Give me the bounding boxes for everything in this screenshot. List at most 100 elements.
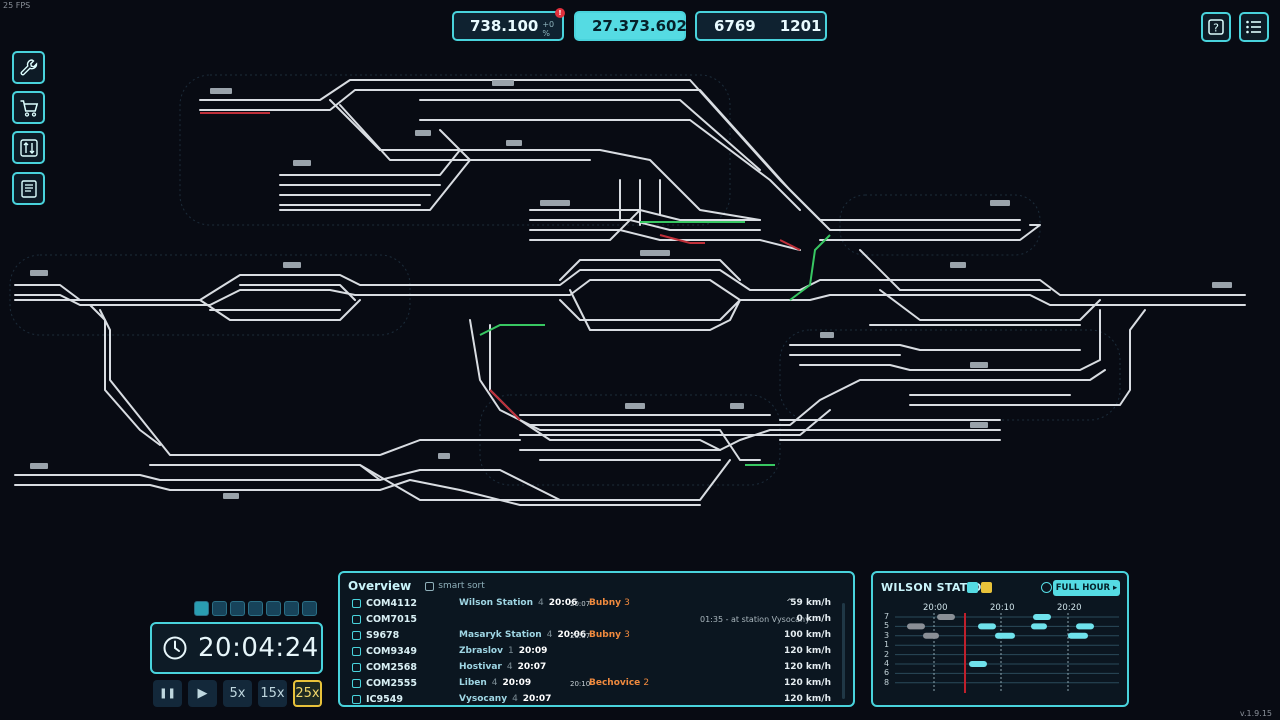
train-id: COM7015 (366, 614, 417, 625)
speed-15x-button[interactable]: 15x (258, 680, 287, 707)
following-time: 20:10 (570, 680, 591, 688)
scheduled-train-block (969, 661, 987, 667)
svg-text:?: ? (1213, 22, 1219, 35)
signal-icon[interactable] (266, 601, 281, 616)
scheduled-train-block (907, 623, 925, 630)
arrival-time: 20:09 (518, 646, 548, 656)
train-speed: 120 km/h (784, 646, 831, 656)
platform-number: 4 (512, 694, 518, 704)
platform-label: 4 (884, 659, 890, 668)
main-menu-button[interactable] (1239, 12, 1269, 42)
pause-button[interactable]: ❚❚ (153, 680, 182, 707)
timeline-label-2010: 20:10 (990, 603, 1015, 613)
globe-icon[interactable] (230, 601, 245, 616)
scheduled-train-block (923, 632, 939, 639)
following-time: 20:07 (570, 600, 591, 608)
game-clock: 20:04:24 (150, 622, 323, 674)
platform-label: 7 (884, 612, 890, 621)
train-id: COM2555 (366, 678, 417, 689)
money-value: 27.373.602 (592, 17, 687, 35)
train-icon (352, 599, 361, 608)
arrival-time: 20:07 (517, 662, 547, 672)
full-hour-button[interactable]: FULL HOUR ▸ (1053, 580, 1120, 596)
rating-display[interactable]: 738.100 +0 % ! (452, 8, 565, 41)
list-menu-icon (1246, 20, 1261, 34)
help-button[interactable]: ? (1201, 12, 1231, 42)
train-speed: 120 km/h (784, 662, 831, 672)
grid-icon[interactable] (248, 601, 263, 616)
platform-number: 4 (538, 598, 544, 608)
speed-5x-button[interactable]: 5x (223, 680, 252, 707)
train-id: S9678 (366, 630, 400, 641)
help-icon: ? (1208, 19, 1224, 35)
platform-timeline[interactable] (873, 573, 1129, 707)
track-map[interactable] (0, 60, 1280, 520)
following-station: Bubny 3 (589, 630, 630, 640)
scheduled-train-block (937, 614, 955, 620)
sidebar-item-book[interactable] (12, 172, 45, 205)
sidebar-item-tools[interactable] (12, 51, 45, 84)
smart-sort-label: smart sort (438, 581, 485, 591)
timeline-label-2000: 20:00 (923, 603, 948, 613)
station-swap-icon[interactable] (981, 582, 992, 593)
platform-label: 1 (884, 640, 890, 650)
station-info-icon[interactable] (967, 582, 978, 593)
speedometer-icon[interactable] (212, 601, 227, 616)
network-icon[interactable] (284, 601, 299, 616)
platform-number: 1 (507, 646, 514, 656)
train-icon (352, 615, 361, 624)
train-count-display[interactable]: 6769 1201 (695, 11, 827, 41)
sidebar-item-settings[interactable] (12, 131, 45, 164)
platform-label: 8 (884, 677, 890, 687)
speed-controls: ❚❚ ▶ 5x 15x 25x (153, 680, 322, 707)
train-icon (352, 695, 361, 704)
train-id: COM4112 (366, 598, 417, 609)
chevron-up-icon[interactable]: ^ (786, 598, 794, 608)
layers-icon[interactable] (194, 601, 209, 616)
rating-alert-badge: ! (555, 8, 565, 18)
platform-label: 5 (884, 621, 890, 631)
shield-icon[interactable] (302, 601, 317, 616)
smart-sort-checkbox[interactable] (425, 581, 435, 591)
sidebar-item-shop[interactable] (12, 91, 45, 124)
view-filter-strip (194, 601, 317, 616)
train-id: COM9349 (366, 646, 417, 657)
station-title: WILSON STATION (881, 581, 992, 594)
play-button[interactable]: ▶ (188, 680, 217, 707)
arrival-time: 20:06 (557, 630, 587, 640)
version-label: v.1.9.15 (1239, 709, 1272, 718)
following-station: Bechovice 2 (589, 678, 650, 688)
arrival-time: 20:07 (522, 694, 552, 704)
speed-25x-button[interactable]: 25x (293, 680, 322, 707)
overview-scrollbar[interactable] (842, 603, 845, 699)
scheduled-train-block (995, 632, 1015, 639)
fps-counter: 25 FPS (3, 1, 31, 10)
station-timetable-panel: WILSON STATION FULL HOUR ▸ 20:00 20:10 2… (871, 571, 1129, 707)
platform-number: 4 (546, 630, 553, 640)
following-station: Bubny 3 (589, 598, 630, 608)
rating-change: +0 % (542, 20, 555, 38)
trains-delayed-value: 1201 (779, 17, 822, 35)
scheduled-train-block (978, 623, 996, 630)
timetable-settings-icon[interactable] (1041, 582, 1052, 593)
scheduled-train-block (1068, 632, 1088, 639)
following-platform: 3 (624, 598, 630, 608)
money-display[interactable]: 27.373.602 (574, 11, 687, 41)
train-id: COM2568 (366, 662, 417, 673)
smart-sort-toggle[interactable]: smart sort (425, 581, 485, 591)
arrival-time: 20:06 (548, 598, 578, 608)
train-speed: 59 km/h (790, 598, 831, 608)
